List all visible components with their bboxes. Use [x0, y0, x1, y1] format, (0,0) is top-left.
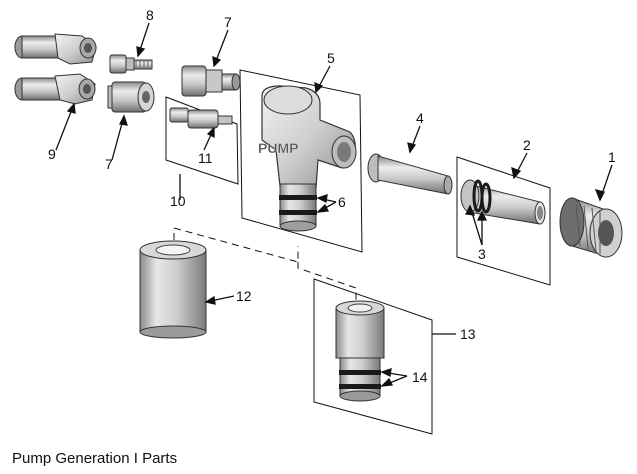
callout-6: 6 [338, 194, 346, 210]
dashed-connector [173, 227, 357, 300]
part-13-piston [335, 300, 385, 402]
callout-11: 11 [198, 150, 213, 166]
callout-8: 8 [146, 7, 154, 23]
part-2-sleeve [460, 179, 546, 225]
part-8-nipple-fitting [109, 54, 153, 74]
part-3-oring-b [480, 182, 492, 214]
callout-7-lower: 7 [105, 156, 113, 172]
part-14-oring-b [339, 384, 381, 389]
part-12-cylinder [139, 240, 207, 339]
callout-9: 9 [48, 146, 56, 162]
callout-2: 2 [523, 137, 531, 153]
callout-3: 3 [478, 246, 486, 262]
callout-13: 13 [460, 326, 476, 342]
part-4-piston-rod [367, 153, 453, 195]
part-9-elbow-fittings [14, 33, 97, 105]
group-box-2 [456, 156, 551, 286]
part-7-fitting-lower [107, 81, 155, 113]
callout-14: 14 [412, 369, 428, 385]
pump-embossed-label: PUMP [258, 140, 298, 156]
leader-lines [55, 22, 613, 387]
part-14-oring-a [339, 370, 381, 375]
group-box-13 [313, 278, 433, 435]
callout-7-upper: 7 [224, 14, 232, 30]
callout-4: 4 [416, 110, 424, 126]
figure-caption: Pump Generation I Parts [12, 450, 178, 467]
callout-10: 10 [170, 193, 186, 209]
callout-5: 5 [327, 50, 335, 66]
part-1-knurled-nut [559, 197, 623, 258]
callout-1: 1 [608, 149, 616, 165]
part-5-pump-body: PUMP [258, 85, 357, 232]
part-11-check-valve [169, 107, 233, 129]
callout-12: 12 [236, 288, 252, 304]
part-7-fitting-upper [181, 65, 241, 97]
